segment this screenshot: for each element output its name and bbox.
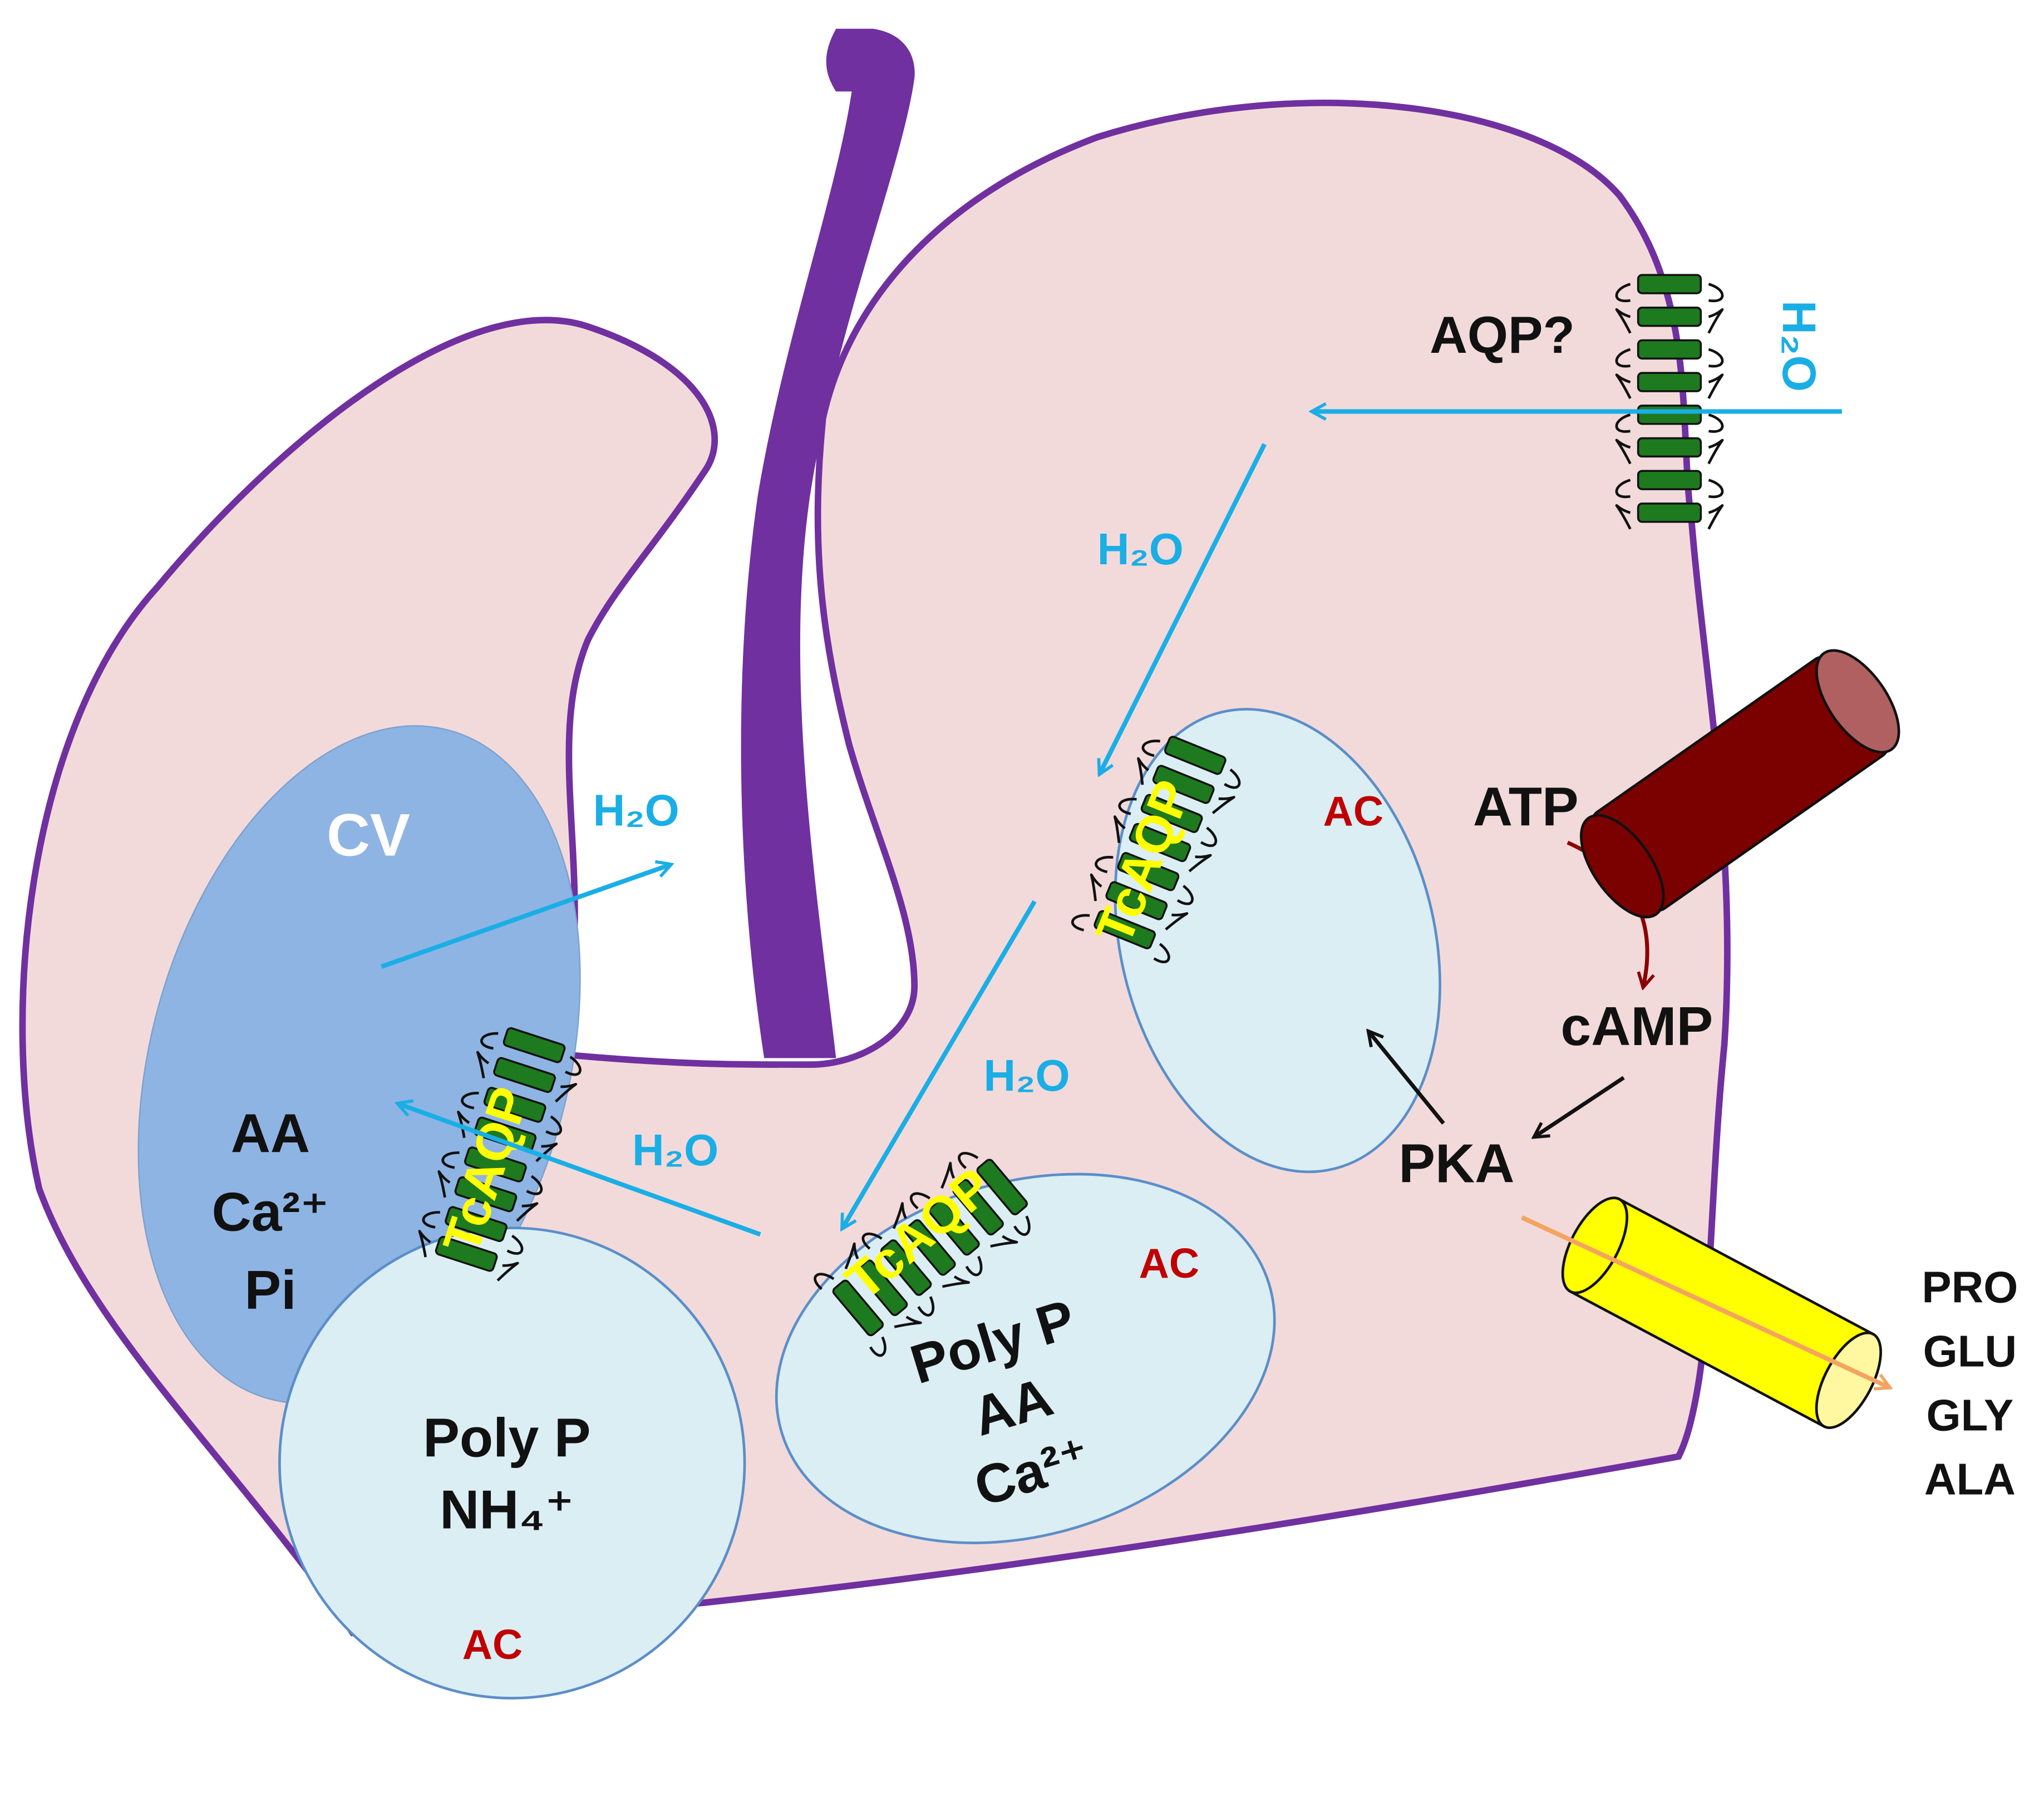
camp-to-pka-arrow	[1535, 1076, 1625, 1137]
aquaporin-helix	[904, 1219, 956, 1276]
aquaporin-helix	[1637, 437, 1702, 458]
ac-label-upper: AC	[1323, 788, 1383, 835]
aqp-question-label: AQP?	[1430, 306, 1575, 364]
atp-label: ATP	[1473, 776, 1579, 838]
aquaporin-icon	[1071, 736, 1241, 963]
aquaporin-helix	[1637, 372, 1702, 392]
aquaporin-helix	[503, 1027, 566, 1063]
atp-channel-icon	[1579, 649, 1900, 919]
aquaporin-helix	[928, 1199, 980, 1256]
aquaporin-helix	[1117, 852, 1180, 891]
aquaporin-helix	[952, 1179, 1004, 1236]
amino-acid-pro: PRO	[1922, 1262, 2018, 1312]
aquaporin-helix	[1152, 765, 1215, 804]
aquaporin-helix	[1129, 822, 1191, 863]
pka-to-acido-arrow	[1369, 1032, 1445, 1125]
cv-content-aa: AA	[231, 1102, 310, 1164]
ac-label-mid: AC	[1139, 1240, 1199, 1287]
water-arrow-to-cv	[398, 1104, 761, 1237]
h2o-label-top: H₂O	[1773, 300, 1825, 392]
h2o-label-cv: H₂O	[593, 786, 679, 835]
aquaporin-helix	[1105, 881, 1168, 920]
aquaporin-helix	[1637, 503, 1702, 523]
cv-content-pi: Pi	[244, 1259, 296, 1321]
acido-bottom-nh4: NH₄⁺	[440, 1479, 574, 1540]
h2o-label-mid: H₂O	[1097, 524, 1184, 574]
cv-label: CV	[327, 801, 410, 869]
aquaporin-helix	[435, 1236, 498, 1272]
acido-bottom-polyp: Poly P	[423, 1407, 590, 1468]
aquaporin-helix	[1164, 736, 1227, 775]
amino-acid-gly: GLY	[1927, 1390, 2014, 1440]
water-arrow-to-mid	[843, 900, 1037, 1228]
aquaporin-helix	[1140, 794, 1203, 833]
aquaporin-icon	[418, 1027, 582, 1282]
amino-acid-efflux-arrow	[1520, 1215, 1889, 1387]
aquaporin-helix	[1637, 339, 1702, 360]
aquaporin-helix	[454, 1176, 518, 1213]
amino-acid-ala: ALA	[1924, 1454, 2016, 1504]
aquaporin-helix	[832, 1279, 884, 1337]
acidocalcisome-bottom	[278, 1226, 746, 1699]
amino-acid-glu: GLU	[1923, 1326, 2017, 1376]
aquaporin-helix	[1637, 307, 1702, 327]
aquaporin-icon	[814, 1152, 1031, 1357]
h2o-label-right-low: H₂O	[983, 1051, 1070, 1100]
aquaporin-helix	[880, 1239, 932, 1296]
aquaporin-helix	[1094, 910, 1156, 949]
water-arrow-to-upper	[1100, 443, 1267, 774]
aquaporin-helix	[1637, 470, 1702, 490]
ac-label-bottom: AC	[462, 1621, 523, 1668]
water-arrow-from-cv	[381, 865, 670, 969]
cv-content-ca: Ca²⁺	[211, 1181, 329, 1242]
aquaporin-helix	[483, 1087, 546, 1123]
aquaporin-helix	[493, 1057, 556, 1093]
camp-label: cAMP	[1560, 996, 1713, 1057]
aquaporin-helix	[464, 1146, 527, 1183]
aquaporin-helix	[856, 1259, 908, 1316]
aquaporin-helix	[976, 1159, 1028, 1215]
amino-acid-channel-icon	[1561, 1196, 1882, 1429]
aquaporin-helix	[1637, 405, 1702, 425]
pka-label: PKA	[1398, 1132, 1514, 1194]
aquaporin-helix	[445, 1206, 508, 1242]
aquaporin-helix	[1637, 274, 1702, 294]
h2o-label-left-low: H₂O	[632, 1125, 718, 1175]
flagellum	[741, 28, 915, 1058]
